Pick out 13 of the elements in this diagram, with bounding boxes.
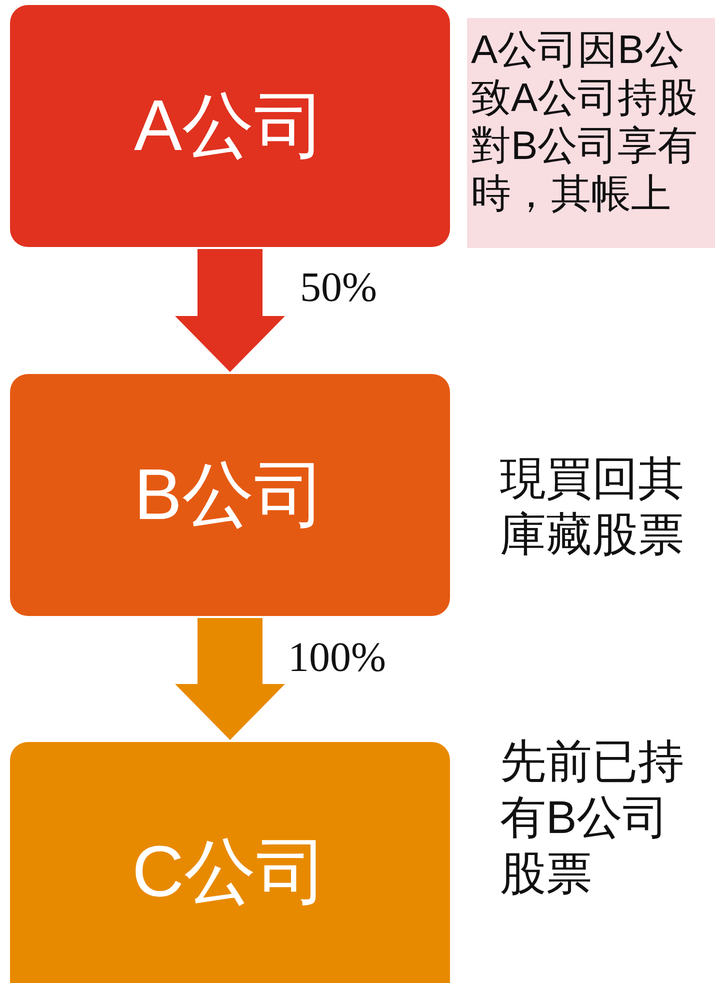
- company-box: [10, 742, 450, 983]
- side-note: 現買回其庫藏股票: [500, 451, 685, 562]
- company-label: B公司: [134, 454, 326, 537]
- company-label: A公司: [134, 85, 326, 168]
- block-arrow: [175, 618, 285, 740]
- company-box: [10, 374, 450, 616]
- company-label: C公司: [132, 831, 328, 914]
- side-note: 先前已持有B公司股票: [500, 734, 685, 901]
- company-box: [10, 5, 450, 247]
- edge-label: 100%: [288, 634, 386, 682]
- note-box: A公司因B公致A公司持股對B公司享有時，其帳上: [467, 18, 715, 248]
- block-arrow: [175, 249, 285, 372]
- edge-label: 50%: [300, 264, 377, 312]
